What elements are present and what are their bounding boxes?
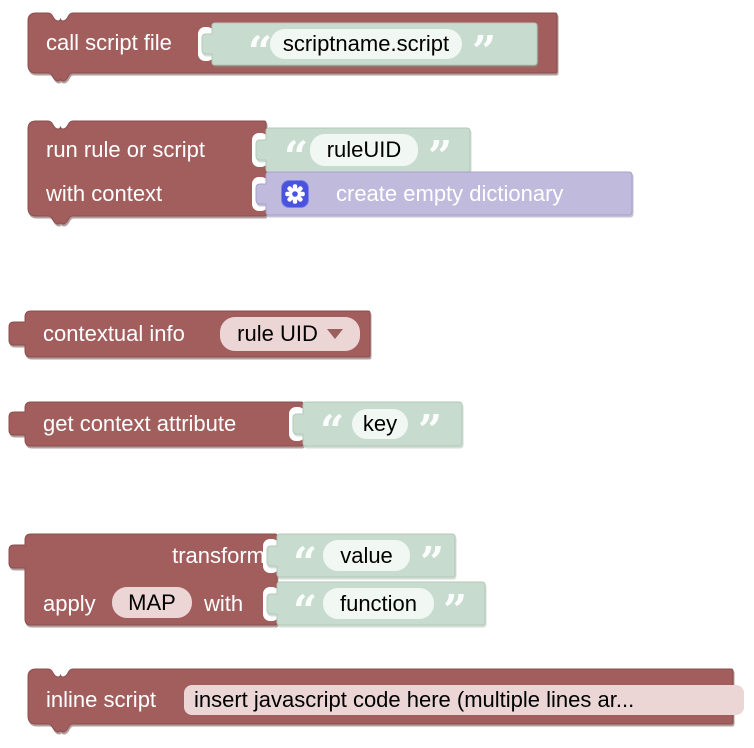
script-name-value: scriptname.script bbox=[282, 31, 450, 56]
rule-uid-field[interactable]: ruleUID bbox=[310, 134, 418, 166]
value-text: value bbox=[340, 542, 393, 568]
with-context-label: with context bbox=[46, 180, 163, 206]
open-quote: “ bbox=[293, 586, 318, 635]
function-value: function bbox=[339, 590, 418, 616]
call-script-file-label: call script file bbox=[46, 30, 172, 55]
contextual-info-label: contextual info bbox=[43, 321, 185, 346]
rule-uid-value: ruleUID bbox=[326, 137, 402, 162]
chevron-down-icon bbox=[326, 329, 343, 339]
open-quote: “ bbox=[320, 406, 345, 455]
block-get-context-attribute[interactable]: get context attribute “ key ” bbox=[8, 401, 463, 452]
get-context-attribute-label: get context attribute bbox=[43, 411, 237, 436]
function-field[interactable]: function bbox=[323, 588, 434, 619]
transformation-type-field[interactable]: MAP bbox=[112, 587, 192, 618]
dictionary-block-shape[interactable] bbox=[255, 171, 633, 216]
open-quote: “ bbox=[248, 27, 273, 76]
gear-glyph bbox=[285, 184, 305, 204]
apply-label: apply bbox=[43, 590, 96, 616]
key-value: key bbox=[362, 411, 398, 436]
key-field[interactable]: key bbox=[352, 409, 408, 439]
dictionary-label: create empty dictionary bbox=[336, 180, 564, 206]
transform-label: transform bbox=[172, 542, 265, 568]
inline-script-label: inline script bbox=[46, 687, 157, 712]
open-quote: “ bbox=[284, 132, 309, 181]
contextual-info-dropdown[interactable]: rule UID bbox=[220, 317, 360, 351]
with-label: with bbox=[204, 590, 244, 616]
close-quote: ” bbox=[428, 132, 453, 181]
gear-icon[interactable] bbox=[281, 180, 309, 208]
inline-script-code-value: insert javascript code here (multiple li… bbox=[194, 687, 635, 712]
open-quote: “ bbox=[293, 538, 318, 587]
run-rule-label: run rule or script bbox=[46, 137, 205, 162]
block-transform[interactable]: transform “ value ” apply MAP with “ fun… bbox=[8, 533, 486, 632]
block-contextual-info[interactable]: contextual info rule UID bbox=[8, 310, 371, 358]
dropdown-selected-value: rule UID bbox=[237, 321, 318, 346]
close-quote: ” bbox=[443, 586, 468, 635]
close-quote: ” bbox=[420, 538, 445, 587]
script-name-field[interactable]: scriptname.script bbox=[270, 29, 462, 59]
close-quote: ” bbox=[418, 406, 443, 455]
block-call-script-file[interactable]: call script file “ scriptname.script ” bbox=[27, 12, 558, 82]
inline-script-code-field[interactable]: insert javascript code here (multiple li… bbox=[184, 685, 744, 715]
block-shape bbox=[27, 120, 267, 225]
close-quote: ” bbox=[472, 27, 497, 76]
block-run-rule-or-script[interactable]: run rule or script with context “ ruleUI… bbox=[27, 120, 633, 226]
block-inline-script[interactable]: inline script insert javascript code her… bbox=[27, 668, 744, 733]
transformation-type-value: MAP bbox=[128, 589, 176, 615]
value-field[interactable]: value bbox=[323, 540, 410, 571]
